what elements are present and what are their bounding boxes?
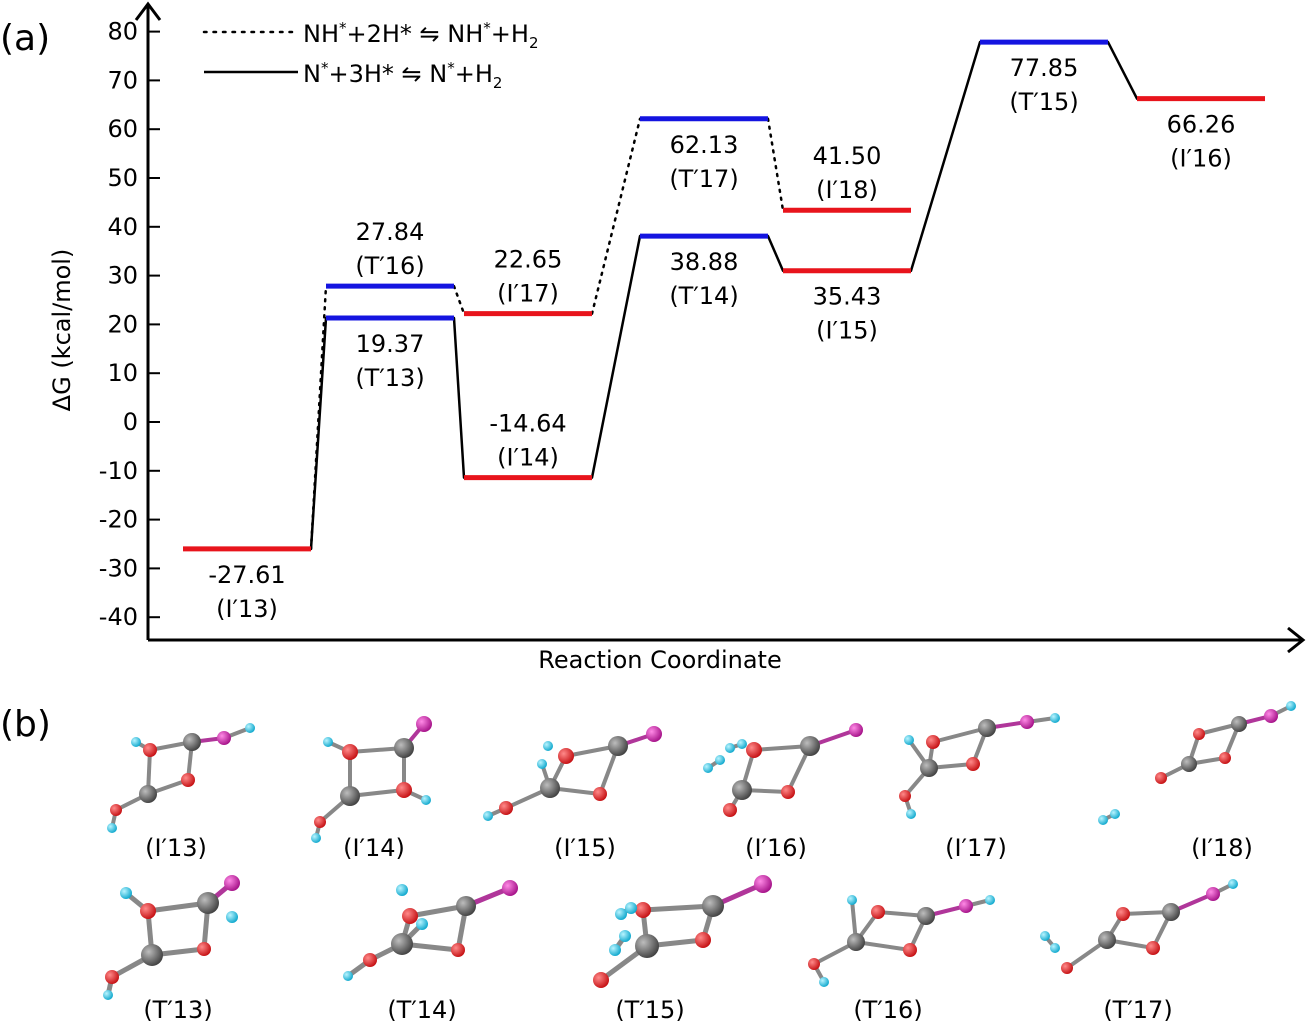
level-name-T15: (T′15)	[1009, 88, 1078, 116]
structure-I18	[1098, 701, 1296, 825]
structure-T14	[343, 880, 518, 981]
panel-label-a: (a)	[0, 18, 50, 59]
y-tick-label-7: 10	[107, 359, 138, 387]
legend-solid-p3: *	[447, 59, 455, 77]
structure-T13	[103, 875, 240, 1000]
x-axis-arrow	[1287, 626, 1306, 654]
y-tick-label-3: 50	[107, 164, 138, 192]
level-value-T17: 62.13	[670, 131, 739, 159]
structure-I17	[899, 713, 1060, 819]
level-name-I15: (I′15)	[816, 317, 878, 345]
legend-solid-p0: N	[303, 60, 321, 88]
y-tick-label-5: 30	[107, 262, 138, 290]
y-tick-label-6: 20	[107, 310, 138, 338]
connector-solid-T14-I15	[766, 234, 785, 272]
level-name-T17: (T′17)	[669, 165, 738, 193]
y-axis-ticks: 80 70 60 50 40 30 20 10 0 -10 -20 -30 -40	[99, 18, 160, 631]
y-tick-label-0: 80	[107, 18, 138, 46]
y-tick-label-1: 70	[107, 66, 138, 94]
y-tick-label-12: -40	[99, 603, 138, 631]
structure-label-I14: (I′14)	[343, 834, 405, 862]
level-name-I18: (I′18)	[816, 176, 878, 204]
connector-solid-T15-I16	[1106, 40, 1139, 100]
structure-label-I18: (I′18)	[1191, 834, 1253, 862]
level-name-I14: (I′14)	[497, 444, 559, 472]
panel-label-b: (b)	[0, 704, 51, 745]
structure-label-I15: (I′15)	[554, 834, 616, 862]
structures-panel: (I′13) (I′14) (I′15) (I′16) (I′17) (I′18…	[103, 701, 1296, 1024]
legend-dotted-p2: +2H* ⇋ NH	[347, 20, 484, 48]
axes	[134, 1, 1306, 654]
structure-I14	[311, 716, 432, 843]
y-tick-label-11: -30	[99, 554, 138, 582]
connector-solid-I15-T15	[909, 40, 982, 272]
legend: NH*+2H* ⇋ NH*+H2 N*+3H* ⇋ N*+H2	[202, 19, 539, 92]
structure-label-I16: (I′16)	[745, 834, 807, 862]
structure-T16	[808, 895, 995, 987]
legend-dotted-p5: 2	[529, 34, 539, 52]
x-axis-label: Reaction Coordinate	[538, 646, 781, 674]
legend-solid-p4: +H	[455, 60, 493, 88]
y-tick-label-4: 40	[107, 213, 138, 241]
connector-solid-I14-T14	[590, 234, 642, 479]
level-name-I16: (I′16)	[1170, 145, 1232, 173]
structure-label-T13: (T′13)	[143, 996, 212, 1024]
y-tick-label-9: -10	[99, 457, 138, 485]
y-axis-label: ΔG (kcal/mol)	[48, 249, 76, 412]
structure-label-T16: (T′16)	[853, 996, 922, 1024]
level-value-T13: 19.37	[356, 330, 425, 358]
connector-dotted-T17-I18	[766, 117, 785, 212]
energy-levels	[183, 39, 1265, 552]
level-value-T15: 77.85	[1010, 54, 1079, 82]
y-tick-label-10: -20	[99, 506, 138, 534]
legend-dotted-p1: *	[339, 19, 347, 37]
legend-solid-p1: *	[321, 59, 329, 77]
structure-label-I17: (I′17)	[945, 834, 1007, 862]
legend-dotted-p4: +H	[491, 20, 529, 48]
level-labels: -27.61 (I′13) 27.84 (T′16) 19.37 (T′13) 22.65 (…	[208, 54, 1235, 623]
level-value-I16: 66.26	[1167, 111, 1236, 139]
legend-solid-p5: 2	[493, 74, 503, 92]
legend-solid-p2: +3H* ⇋ N	[328, 60, 447, 88]
structure-I13	[107, 723, 255, 833]
legend-dotted-p3: *	[483, 19, 491, 37]
level-name-I13: (I′13)	[216, 595, 278, 623]
structure-I16	[703, 723, 863, 817]
level-value-I15: 35.43	[813, 283, 882, 311]
level-value-I13: -27.61	[208, 561, 285, 589]
level-name-T14: (T′14)	[669, 282, 738, 310]
connector-solid-T13-I14	[452, 316, 466, 479]
level-value-T16: 27.84	[356, 218, 425, 246]
y-tick-label-8: 0	[123, 408, 138, 436]
structure-label-T17: (T′17)	[1103, 996, 1172, 1024]
y-axis-arrow	[134, 1, 162, 21]
structure-T17	[1040, 879, 1238, 974]
level-name-I17: (I′17)	[497, 280, 559, 308]
connector-solid-I13-T13	[309, 316, 328, 551]
level-value-I14: -14.64	[489, 410, 566, 438]
legend-label-dotted: NH*+2H* ⇋ NH*+H2	[303, 19, 539, 52]
level-value-I17: 22.65	[494, 246, 563, 274]
structure-label-I13: (I′13)	[145, 834, 207, 862]
legend-label-solid: N*+3H* ⇋ N*+H2	[303, 59, 502, 92]
legend-dotted-p0: NH	[303, 20, 339, 48]
connector-dotted-I17-T17	[590, 117, 642, 315]
connector-dotted-T16-I17	[452, 284, 466, 315]
level-value-T14: 38.88	[670, 248, 739, 276]
structure-label-T15: (T′15)	[615, 996, 684, 1024]
structure-label-T14: (T′14)	[387, 996, 456, 1024]
structure-I15	[483, 726, 662, 821]
connectors	[309, 40, 1139, 551]
y-tick-label-2: 60	[107, 115, 138, 143]
structure-T15	[593, 875, 772, 988]
level-name-T13: (T′13)	[355, 364, 424, 392]
level-name-T16: (T′16)	[355, 252, 424, 280]
level-value-I18: 41.50	[813, 142, 882, 170]
